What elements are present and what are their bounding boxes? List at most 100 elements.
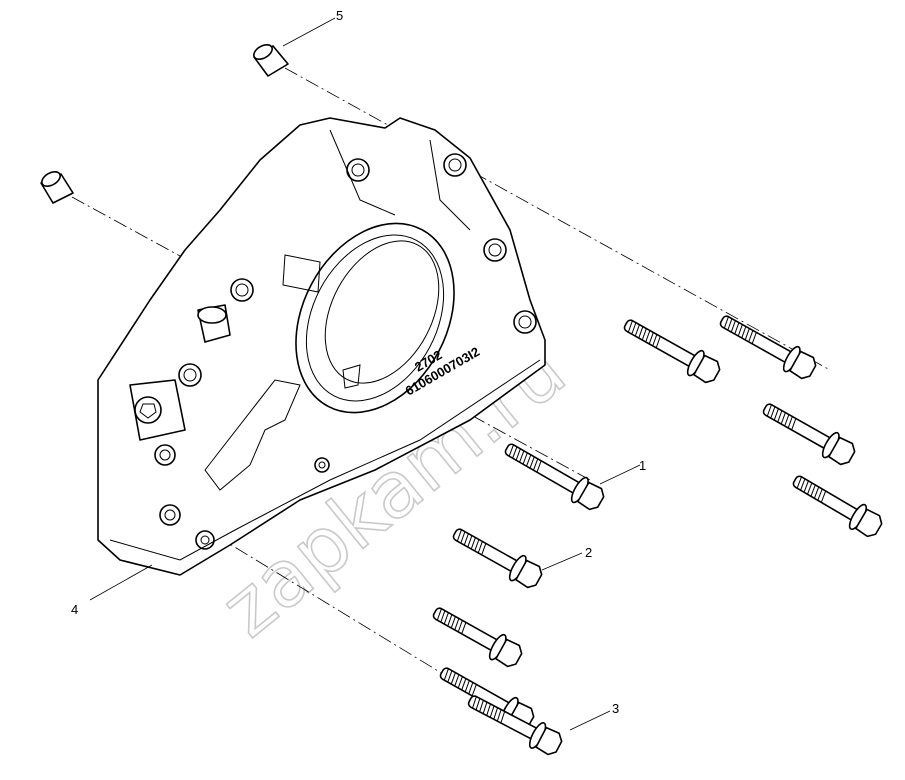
bolt-hex-head [577,481,605,511]
bolt-thread-mark [489,705,495,718]
bolt-thread-mark [532,458,539,471]
bolt-right-3 [762,403,856,466]
bolt-thread-mark [493,707,499,720]
bolt-thread-mark [730,320,736,333]
bolt-thread-mark [787,416,793,429]
bolt-thread-mark [454,618,460,631]
bolt-thread-mark [784,414,790,427]
dowel-sleeve-lower [40,170,74,204]
bolt-short-upper [432,607,523,668]
bolt-thread-mark [461,678,467,691]
bolt-thread-mark [813,486,820,499]
bolt-thread-mark [627,320,633,333]
dowel-sleeve-upper [253,43,289,77]
bolt-thread-mark [737,324,743,337]
bolt-item-2 [452,528,543,589]
bolt-thread-mark [463,533,469,546]
bolt-thread-mark [634,324,640,337]
bolt-thread-mark [470,537,476,550]
bolt-thread-mark [796,476,802,489]
bolt-thread-mark [468,682,474,695]
bolt-thread-mark [477,541,483,554]
callout-4: 4 [71,602,78,617]
bolt-hex-head [789,350,817,380]
bolt-right-1 [623,319,721,384]
bolt-thread-mark [723,316,729,329]
bolt-thread-mark [512,446,518,459]
bolt-thread-mark [486,703,491,716]
bolt-thread-mark [652,334,658,347]
rear-oil-seal-housing [97,117,546,576]
bolt-thread-mark [803,480,809,493]
bolt-thread-mark [522,452,528,465]
bolt-thread-mark [817,488,823,501]
bolt-thread-mark [748,330,754,343]
bolt-thread-mark [461,622,467,635]
callout-labels: 1 2 3 4 5 [71,8,646,716]
bolt-right-2 [719,315,817,380]
bolt-shank [452,528,521,573]
bolt-thread-mark [447,614,453,627]
bolt-thread-mark [482,701,488,714]
bolt-hex-head [495,638,523,668]
callout-1: 1 [639,458,646,473]
bolt-shank [792,475,861,522]
bolt-thread-mark [810,484,816,497]
bolt-thread-mark [475,698,481,711]
bolt-thread-mark [791,418,797,431]
bolt-thread-mark [631,322,637,335]
bolt-thread-mark [529,456,535,469]
bolt-thread-mark [645,330,651,343]
bolt-thread-mark [456,529,462,542]
bolt-thread-mark [440,610,446,623]
bolt-thread-mark [727,318,733,331]
bolt-thread-mark [777,410,783,423]
bolt-thread-mark [443,612,449,625]
bolt-thread-mark [807,482,813,495]
bolt-thread-mark [472,696,477,709]
bolt-thread-mark [460,531,466,544]
bolt-thread-mark [536,460,542,473]
bolt-hex-head [535,726,563,756]
bolt-thread-mark [744,328,750,341]
bolt-shank [762,403,834,450]
bolt-thread-mark [751,332,757,344]
bolt-thread-mark [454,674,460,687]
bolt-thread-mark [515,448,521,461]
bolt-thread-mark [479,700,484,712]
bolt-thread-mark [770,406,776,419]
bolt-group [432,315,883,756]
bolt-thread-mark [496,709,502,722]
bolt-hex-head [693,354,721,384]
bolt-thread-mark [450,672,456,685]
bolt-thread-mark [436,608,442,621]
bolt-thread-mark [741,326,747,339]
bolt-thread-mark [447,670,453,683]
bolt-thread-mark [648,332,654,345]
bolt-thread-mark [519,450,525,463]
bolt-thread-mark [457,676,463,689]
bolt-shank [432,607,501,652]
bolt-thread-mark [780,412,786,425]
bolt-thread-mark [467,535,473,548]
bolt-thread-mark [471,684,477,697]
bolt-item-3 [467,695,563,756]
callout-5: 5 [336,8,343,23]
bolt-hex-head [828,436,856,466]
bolt-thread-mark [773,408,779,421]
bolt-thread-mark [734,322,740,335]
bolt-hex-head [855,508,883,538]
bolt-right-4 [792,475,883,538]
bolt-thread-mark [820,490,827,503]
bolt-thread-mark [457,620,463,633]
callout-3: 3 [612,701,619,716]
bolt-thread-mark [443,668,449,681]
bolt-item-1 [504,443,605,511]
bolt-thread-mark [508,444,514,457]
bolt-thread-mark [526,454,532,467]
bolt-thread-mark [474,539,480,552]
callout-2: 2 [585,545,592,560]
bolt-thread-mark [500,711,506,724]
bolt-thread-mark [800,478,806,491]
bolt-thread-mark [450,616,456,629]
